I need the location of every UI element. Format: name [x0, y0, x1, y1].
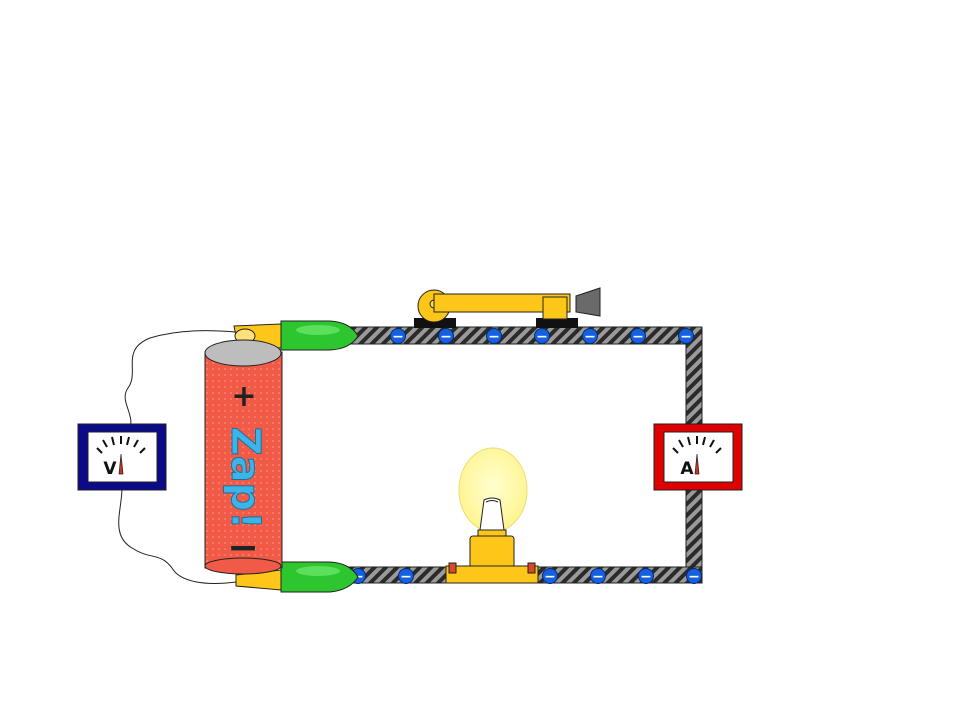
electron-markers: −−−−−−−−−−−−−: [350, 328, 702, 585]
electron-icon: −: [534, 328, 550, 345]
ammeter-scale-ticks: [672, 436, 722, 454]
svg-text:−: −: [680, 329, 692, 345]
ammeter-needle: [694, 453, 700, 475]
voltmeter-top-lead: [124, 330, 237, 433]
ammeter: A: [653, 423, 743, 491]
electron-icon: −: [486, 328, 502, 345]
electron-icon: −: [590, 568, 606, 585]
electron-icon: −: [542, 568, 558, 585]
bulb-filament: [485, 500, 499, 503]
electron-icon: −: [686, 568, 702, 585]
battery-negative-sign: −: [227, 525, 259, 569]
svg-text:−: −: [536, 329, 548, 345]
circuit-wire: [339, 326, 703, 584]
bulb-glass-icon: [479, 497, 505, 531]
voltmeter-scale-ticks: [96, 436, 146, 454]
knife-switch[interactable]: [414, 287, 601, 328]
voltmeter: V: [77, 423, 167, 491]
bulb-socket: [469, 535, 515, 569]
voltmeter-needle: [118, 453, 124, 475]
switch-base-right: [536, 318, 578, 328]
light-bulb: [445, 447, 539, 584]
bottom-clip-highlight: [296, 566, 340, 576]
ammeter-letter: A: [680, 459, 694, 479]
svg-text:−: −: [488, 329, 500, 345]
svg-text:−: −: [392, 329, 404, 345]
battery: + − Zap!: [204, 339, 283, 575]
electron-icon: −: [390, 328, 406, 345]
bulb-terminal-left: [448, 562, 457, 574]
voltmeter-bottom-lead: [118, 487, 237, 584]
switch-base-left: [414, 318, 456, 328]
voltmeter-lead-wires: [118, 330, 237, 584]
switch-handle-icon[interactable]: [575, 287, 601, 317]
electron-icon: −: [678, 328, 694, 345]
electron-icon: −: [638, 568, 654, 585]
electron-icon: −: [438, 328, 454, 345]
svg-text:−: −: [440, 329, 452, 345]
electron-icon: −: [582, 328, 598, 345]
voltmeter-face: [87, 431, 158, 483]
battery-brand-label: Zap!: [222, 427, 268, 530]
battery-top-cap: [204, 339, 282, 367]
electron-icon: −: [630, 328, 646, 345]
svg-text:−: −: [688, 569, 700, 585]
svg-text:−: −: [640, 569, 652, 585]
svg-text:−: −: [400, 569, 412, 585]
svg-text:−: −: [544, 569, 556, 585]
electron-icon: −: [398, 568, 414, 585]
top-clip-highlight: [296, 325, 340, 335]
svg-text:−: −: [632, 329, 644, 345]
switch-contact-block: [542, 296, 568, 320]
battery-positive-sign: +: [231, 379, 256, 414]
battery-bottom-cap: [204, 557, 282, 575]
voltmeter-letter: V: [103, 459, 117, 479]
svg-text:−: −: [592, 569, 604, 585]
battery-body: [204, 351, 283, 569]
switch-blade: [433, 293, 571, 313]
bulb-base-plate: [445, 565, 539, 584]
bulb-terminal-right: [527, 562, 536, 574]
bottom-clip[interactable]: [280, 561, 359, 593]
ammeter-face: [663, 431, 734, 483]
svg-text:−: −: [584, 329, 596, 345]
top-clip[interactable]: [280, 320, 359, 351]
